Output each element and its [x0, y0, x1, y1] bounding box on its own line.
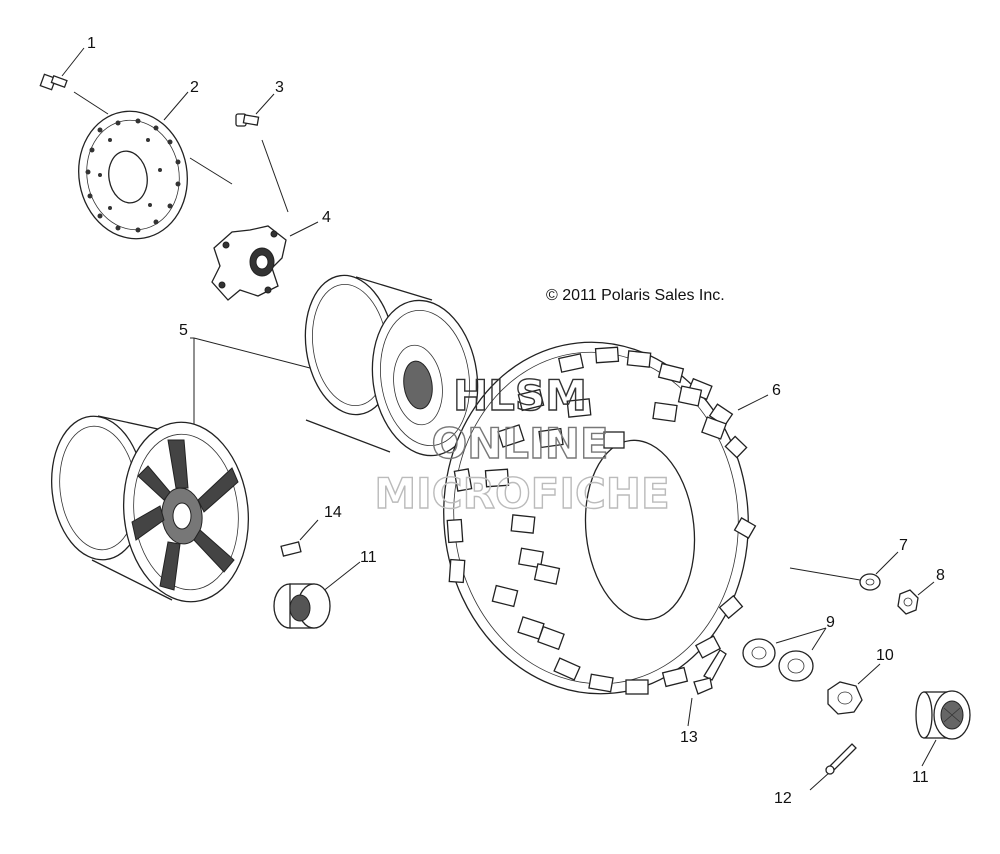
cotter-pin-part-12 — [825, 743, 857, 775]
leader-lines — [61, 47, 937, 791]
lug-nut-part-8 — [897, 589, 919, 615]
watermark: HLSM ONLINE MICROFICHE — [374, 370, 671, 518]
callout-6: 6 — [772, 382, 781, 399]
callout-3: 3 — [275, 79, 284, 96]
brake-disc-part-2 — [78, 110, 188, 240]
washers-part-9 — [742, 638, 814, 682]
copyright-notice: © 2011 Polaris Sales Inc. — [546, 287, 725, 304]
callout-12: 12 — [774, 790, 792, 807]
hub-part-4 — [211, 225, 287, 301]
callout-5: 5 — [179, 322, 188, 339]
tire-tread-lugs — [446, 346, 757, 695]
tire-part-6 — [443, 341, 757, 695]
pin-part-14 — [280, 541, 302, 557]
callout-8: 8 — [936, 567, 945, 584]
stud-part-3 — [235, 113, 260, 127]
callout-13: 13 — [680, 729, 698, 746]
callout-10: 10 — [876, 647, 894, 664]
bolt-part-1 — [39, 73, 68, 91]
callout-numbers: 1 2 3 4 5 6 7 8 9 10 11 11 12 13 14 — [87, 35, 945, 807]
watermark-line-3: MICROFICHE — [374, 469, 669, 518]
wheel-stud-part-13 — [693, 649, 727, 695]
callout-7: 7 — [899, 537, 908, 554]
watermark-line-1: HLSM — [453, 371, 587, 420]
center-cap-part-11-right — [915, 690, 971, 740]
castle-nut-part-10 — [827, 681, 863, 715]
callout-4: 4 — [322, 209, 331, 226]
callout-14: 14 — [324, 504, 342, 521]
callout-11-left: 11 — [360, 549, 377, 566]
callout-2: 2 — [190, 79, 199, 96]
callout-9: 9 — [826, 614, 835, 631]
steel-rim-part-5-upper — [304, 274, 479, 457]
watermark-line-2: ONLINE — [431, 419, 608, 468]
center-cap-part-11-left — [273, 583, 331, 629]
callout-1: 1 — [87, 35, 96, 52]
callout-11-right: 11 — [912, 769, 929, 786]
cast-wheel-part-5-lower — [50, 415, 250, 603]
washer-part-7 — [859, 573, 881, 591]
